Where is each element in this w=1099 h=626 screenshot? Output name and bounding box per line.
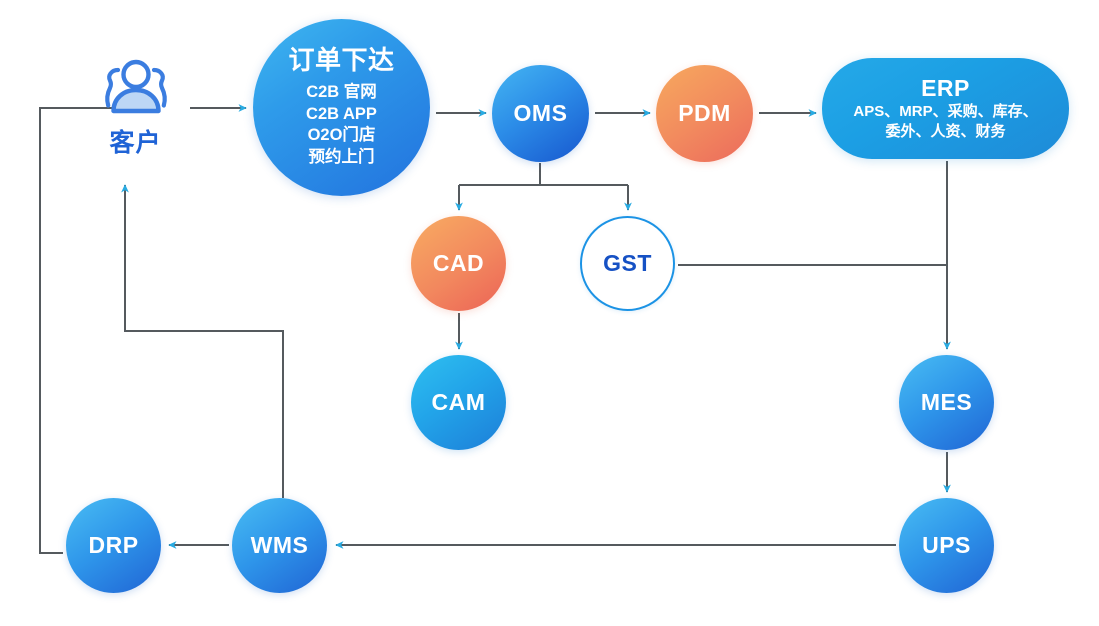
node-cam[interactable]: CAM xyxy=(411,355,506,450)
node-order-sub-3: 预约上门 xyxy=(308,148,375,167)
node-pdm-label: PDM xyxy=(678,100,731,127)
node-erp-sub-0: APS、MRP、采购、库存、 xyxy=(853,103,1038,121)
node-ups[interactable]: UPS xyxy=(899,498,994,593)
edge-drp-to-customer xyxy=(39,104,129,554)
node-order-placement[interactable]: 订单下达 C2B 官网 C2B APP O2O门店 预约上门 xyxy=(253,19,430,196)
node-order-sub-2: O2O门店 xyxy=(307,126,376,145)
node-erp-sub-1: 委外、人资、财务 xyxy=(885,123,1006,141)
node-cad-label: CAD xyxy=(432,250,485,277)
node-cam-label: CAM xyxy=(431,389,486,416)
node-wms[interactable]: WMS xyxy=(232,498,327,593)
node-customer-label: 客户 xyxy=(109,129,162,157)
node-erp[interactable]: ERP APS、MRP、采购、库存、 委外、人资、财务 xyxy=(822,58,1069,159)
node-erp-label: ERP xyxy=(921,74,970,101)
node-pdm[interactable]: PDM xyxy=(656,65,753,162)
node-gst[interactable]: GST xyxy=(580,216,675,311)
node-ups-label: UPS xyxy=(922,532,971,559)
node-order-sub-1: C2B APP xyxy=(306,104,377,123)
node-drp-label: DRP xyxy=(88,532,139,559)
node-cad[interactable]: CAD xyxy=(411,216,506,311)
node-customer[interactable]: 客户 xyxy=(78,52,193,164)
node-mes-label: MES xyxy=(920,389,973,416)
users-group-icon xyxy=(104,59,167,114)
node-gst-label: GST xyxy=(603,250,652,277)
node-wms-label: WMS xyxy=(250,532,309,559)
node-drp[interactable]: DRP xyxy=(66,498,161,593)
node-order-sub-0: C2B 官网 xyxy=(306,82,377,101)
node-order-title: 订单下达 xyxy=(288,45,395,76)
edge-wms-to-customer xyxy=(121,184,284,498)
node-oms[interactable]: OMS xyxy=(492,65,589,162)
node-oms-label: OMS xyxy=(513,100,568,127)
node-mes[interactable]: MES xyxy=(899,355,994,450)
